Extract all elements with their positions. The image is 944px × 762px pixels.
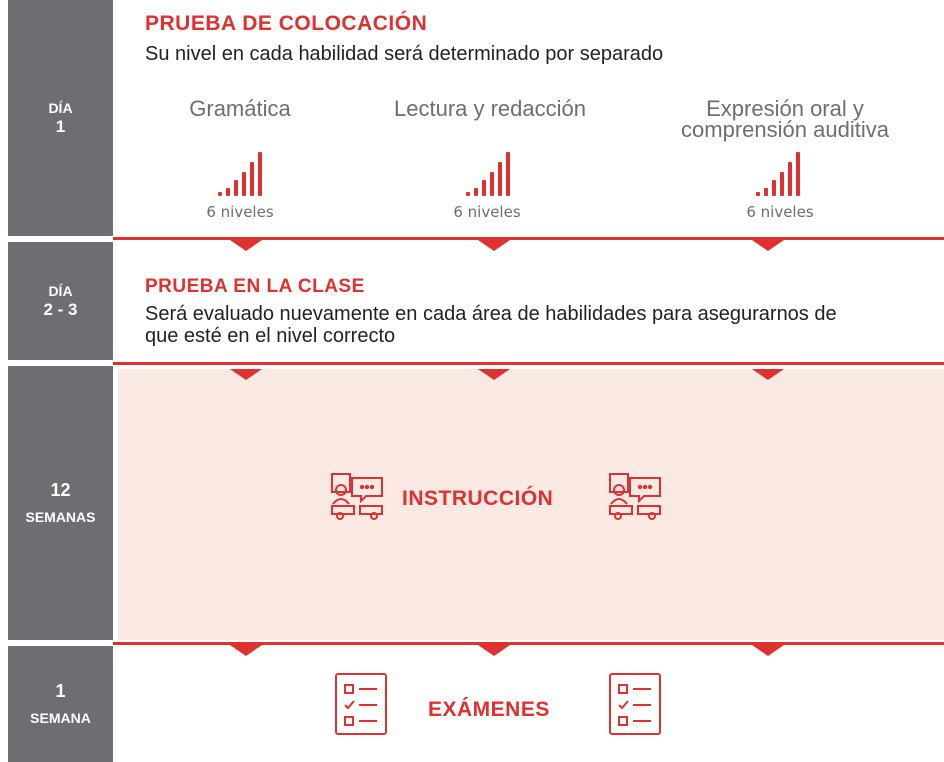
class-test-subtitle-line1: Será evaluado nuevamente en cada área de…	[145, 303, 837, 325]
levels-reading: 6 niveles	[453, 203, 521, 221]
row-label-top: DÍA	[48, 99, 73, 116]
divider	[113, 642, 944, 645]
skill-line: comprensión auditiva	[681, 117, 889, 142]
placement-title: PRUEBA DE COLOCACIÓN	[145, 12, 428, 35]
signal-bars-icon	[218, 152, 262, 196]
chevron-down-icon	[478, 369, 510, 380]
levels-oral: 6 niveles	[746, 203, 814, 221]
row-label-top: 1	[55, 680, 66, 701]
levels-grammar: 6 niveles	[206, 203, 274, 221]
row-label-day-2-3: DÍA 2 - 3	[8, 242, 113, 360]
row-label-top: DÍA	[48, 282, 73, 299]
instruction-title: INSTRUCCIÓN	[402, 487, 554, 510]
chevron-down-icon	[752, 240, 784, 251]
checklist-icon	[609, 673, 661, 735]
row-label-12-weeks: 12 SEMANAS	[8, 366, 113, 640]
class-test-title: PRUEBA EN LA CLASE	[145, 276, 365, 297]
signal-bars-icon	[466, 152, 510, 196]
chevron-down-icon	[230, 369, 262, 380]
classroom-chat-icon	[609, 473, 661, 520]
skill-oral-listening: Expresión oral y comprensión auditiva	[640, 96, 930, 142]
skill-grammar: Gramática	[189, 96, 291, 121]
row-label-top: 12	[50, 479, 71, 500]
class-test-subtitle-line2: que esté en el nivel correcto	[145, 325, 396, 347]
chevron-down-icon	[478, 645, 510, 656]
row-label-bottom: 1	[55, 116, 66, 136]
row-label-day-1: DÍA 1	[8, 0, 113, 236]
signal-bars-icon	[756, 152, 800, 196]
checklist-icon	[335, 673, 387, 735]
row-label-1-week: 1 SEMANA	[8, 646, 113, 762]
exams-title: EXÁMENES	[428, 698, 550, 721]
chevron-down-icon	[752, 645, 784, 656]
placement-subtitle: Su nivel en cada habilidad será determin…	[145, 43, 664, 65]
classroom-chat-icon	[331, 473, 383, 520]
chevron-down-icon	[752, 369, 784, 380]
instruction-panel	[118, 369, 944, 640]
row-label-bottom: 2 - 3	[43, 299, 78, 319]
chevron-down-icon	[230, 645, 262, 656]
skill-line: Expresión oral y	[706, 96, 864, 121]
divider	[113, 237, 944, 240]
chevron-down-icon	[478, 240, 510, 251]
row-label-bottom: SEMANA	[30, 709, 91, 726]
divider	[113, 362, 944, 365]
row-label-bottom: SEMANAS	[25, 508, 96, 525]
skill-reading-writing: Lectura y redacción	[394, 96, 586, 121]
chevron-down-icon	[230, 240, 262, 251]
